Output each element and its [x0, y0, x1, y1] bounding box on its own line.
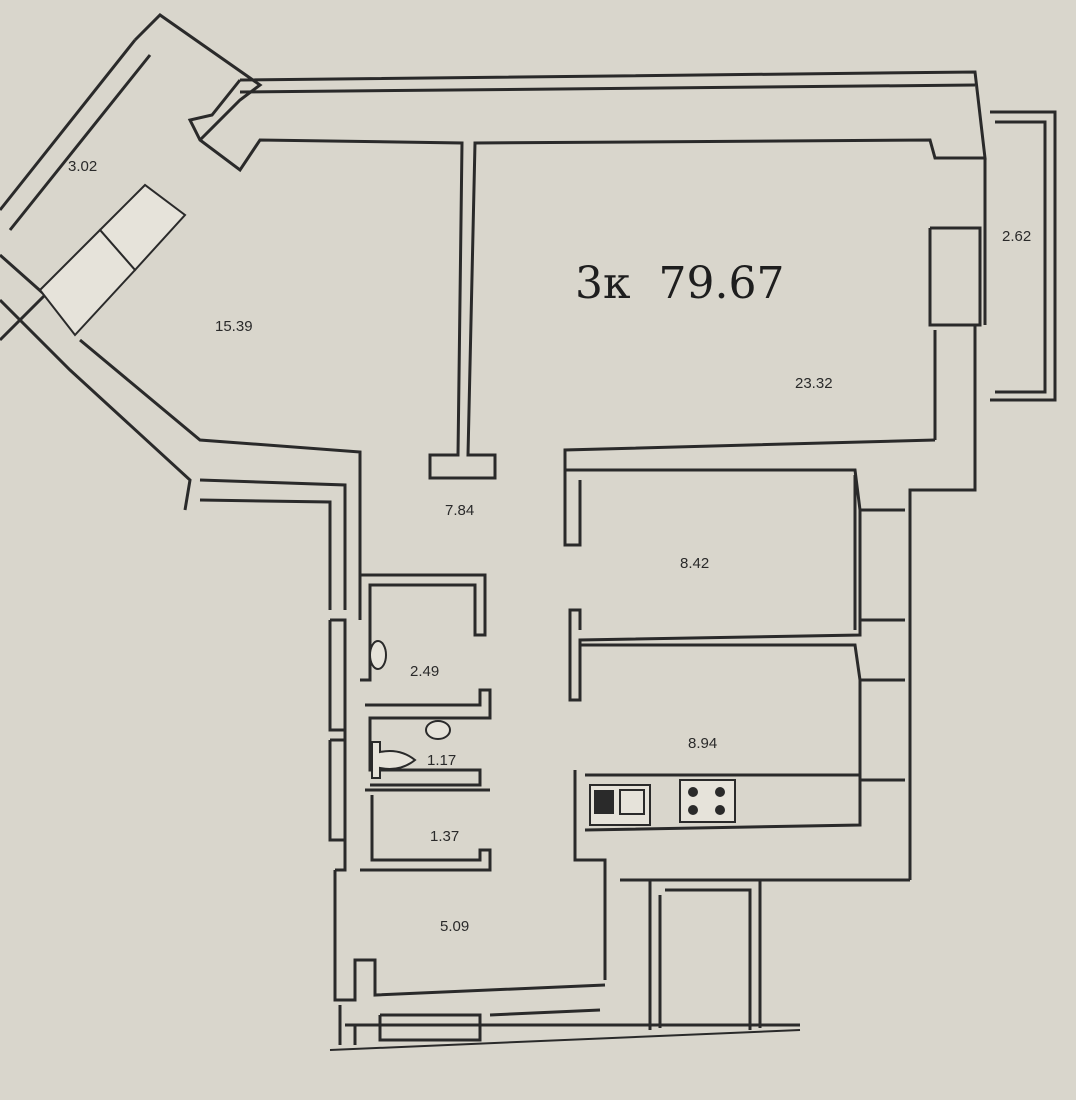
cooktop: [679, 779, 736, 823]
room-area-living-room: 23.32: [795, 375, 833, 392]
sink-icon: [369, 640, 387, 670]
room-area-storage: 1.37: [430, 828, 460, 845]
room-area-hallway: 7.84: [445, 502, 475, 519]
burner-icon: [715, 787, 725, 797]
bay-niche-lower: [38, 228, 137, 337]
sink-bowl-icon: [619, 789, 645, 815]
room-area-entrance-hall: 5.09: [440, 918, 470, 935]
apartment-type: 3к: [575, 258, 631, 309]
washbasin-icon: [425, 720, 451, 740]
fixtures: [369, 640, 736, 826]
stove-block-icon: [594, 790, 614, 814]
balcony-east-walls: [928, 110, 1057, 440]
room-area-bathroom: 2.49: [410, 663, 440, 680]
room-area-balcony-east: 2.62: [1002, 228, 1032, 245]
room-area-bedroom-west: 15.39: [215, 318, 253, 335]
burner-icon: [688, 805, 698, 815]
outer-walls: [0, 13, 987, 620]
room-area-kitchen: 8.94: [688, 735, 718, 752]
interior-walls: [328, 158, 987, 1051]
burner-icon: [715, 805, 725, 815]
room-area-balcony-west: 3.02: [68, 158, 98, 175]
apartment-title: 3к 79.67: [575, 258, 784, 309]
burner-icon: [688, 787, 698, 797]
room-area-bedroom-middle: 8.42: [680, 555, 710, 572]
room-area-toilet: 1.17: [427, 752, 457, 769]
apartment-total-area: 79.67: [658, 258, 785, 309]
toilet-icon: [371, 741, 417, 779]
